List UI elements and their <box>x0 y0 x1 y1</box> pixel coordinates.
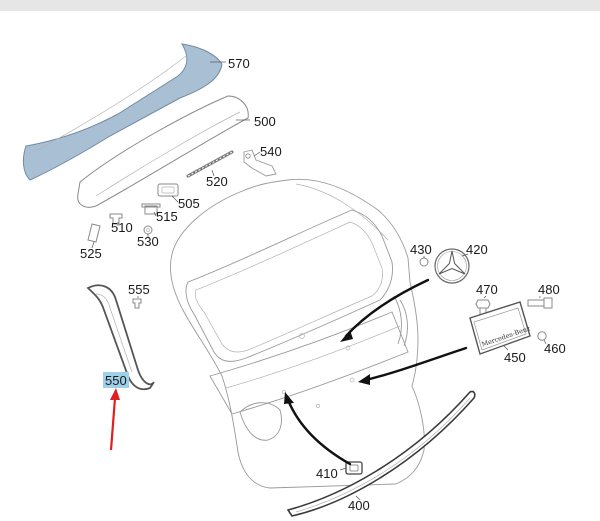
part-400-trim-strip[interactable] <box>286 390 476 517</box>
clip-inner <box>161 186 175 194</box>
top-bar <box>0 0 600 11</box>
label-470[interactable]: 470 <box>476 282 498 297</box>
mount-hole-3 <box>316 404 320 408</box>
arrow-plate <box>364 346 468 382</box>
arrow-plate-head <box>358 374 370 385</box>
label-420[interactable]: 420 <box>466 242 488 257</box>
label-450[interactable]: 450 <box>504 350 526 365</box>
part-430-emblem-base[interactable] <box>419 257 429 267</box>
spoiler-edge-line <box>33 55 187 153</box>
seal-strip-detail <box>187 151 233 177</box>
label-570[interactable]: 570 <box>228 56 250 71</box>
nut-hole <box>146 228 150 232</box>
assembly-arrows <box>284 278 468 466</box>
label-540[interactable]: 540 <box>260 144 282 159</box>
part-555-screw[interactable] <box>132 298 142 309</box>
lower-panel <box>209 311 409 415</box>
label-510[interactable]: 510 <box>111 220 133 235</box>
trim-strip-inner <box>295 397 471 513</box>
label-505[interactable]: 505 <box>178 196 200 211</box>
part-420-star-emblem[interactable] <box>434 248 470 284</box>
arrow-emblem <box>344 278 430 338</box>
mount-hole-1 <box>345 345 351 351</box>
tailgate-top-crease <box>295 183 389 241</box>
part-550-side-trim[interactable] <box>86 284 155 391</box>
label-460[interactable]: 460 <box>544 341 566 356</box>
label-525[interactable]: 525 <box>80 246 102 261</box>
part-570-roof-spoiler[interactable] <box>22 43 223 181</box>
arrow-emblem-head <box>340 330 353 342</box>
tailgate-body <box>170 178 425 489</box>
part-480-bolt[interactable] <box>527 297 553 309</box>
bracket-bolt <box>245 153 251 159</box>
label-530[interactable]: 530 <box>137 234 159 249</box>
right-light-inner <box>393 295 402 345</box>
side-trim-inner <box>95 293 133 373</box>
label-550-highlight <box>103 372 129 388</box>
part-540-bracket[interactable] <box>243 149 277 177</box>
part-450-plate-bracket[interactable]: Mercedes-Benz <box>469 301 532 355</box>
label-480[interactable]: 480 <box>538 282 560 297</box>
arrow-switch-head <box>284 392 294 404</box>
label-550[interactable]: 550 <box>105 373 127 388</box>
label-500[interactable]: 500 <box>254 114 276 129</box>
rear-window-opening <box>185 209 393 362</box>
red-callout-arrow <box>109 388 120 451</box>
lower-panel-crease <box>225 325 401 389</box>
arrow-switch <box>286 398 352 466</box>
part-510-screw[interactable] <box>109 213 123 225</box>
part-515-plug[interactable] <box>141 203 161 215</box>
part-505-clip[interactable] <box>157 183 179 197</box>
leader-lines <box>91 61 547 501</box>
mount-hole-4 <box>281 389 287 395</box>
label-515[interactable]: 515 <box>156 209 178 224</box>
rear-window-inner <box>194 221 383 353</box>
label-400[interactable]: 400 <box>348 498 370 513</box>
part-530-nut[interactable] <box>143 225 153 235</box>
left-light-cavity <box>239 402 282 441</box>
part-525-wedge[interactable] <box>87 223 101 243</box>
label-430[interactable]: 430 <box>410 242 432 257</box>
label-520[interactable]: 520 <box>206 174 228 189</box>
mount-hole-5 <box>299 333 305 339</box>
mount-hole-2 <box>349 377 355 383</box>
part-500-spoiler-cover[interactable] <box>77 95 249 208</box>
part-460-nut[interactable] <box>537 331 547 341</box>
right-light-edge <box>399 299 408 347</box>
label-410[interactable]: 410 <box>316 466 338 481</box>
label-555[interactable]: 555 <box>128 282 150 297</box>
tailgate-outline <box>170 178 425 489</box>
cover-inner-line <box>95 111 241 197</box>
